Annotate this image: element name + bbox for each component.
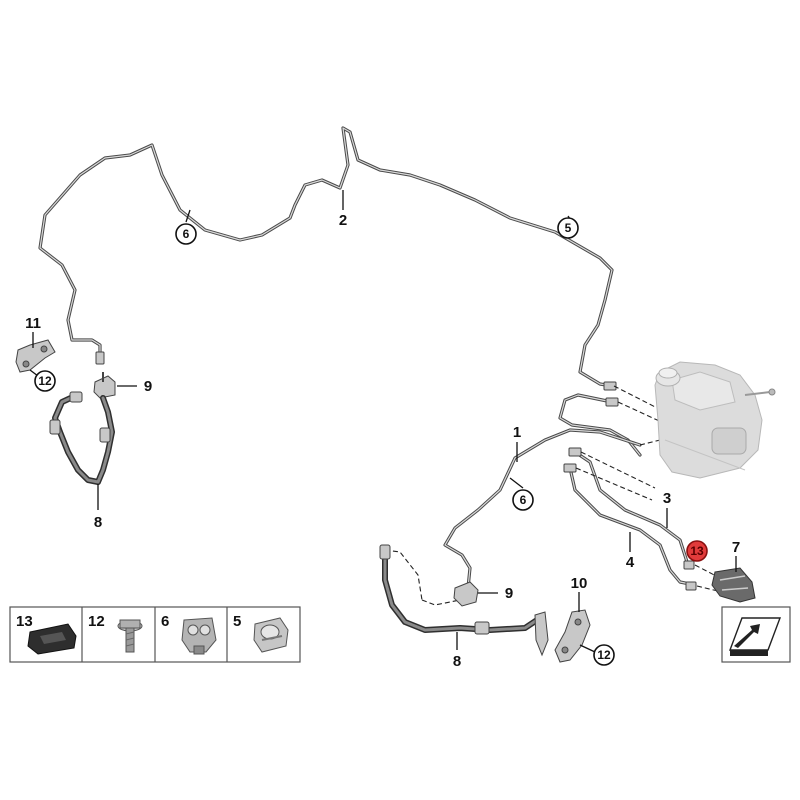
pipe-nut — [605, 397, 619, 407]
connection-lines — [384, 385, 723, 606]
legend-item-5: 5 — [233, 613, 289, 653]
pipe-front-right — [558, 393, 642, 457]
sound-insulation-pad-icon — [27, 623, 77, 655]
svg-text:12: 12 — [88, 613, 105, 630]
legend-item-6: 6 — [161, 613, 217, 655]
pipe-nut — [95, 351, 105, 365]
callouts: 2 1 3 4 7 11 8 9 9 8 10 — [25, 212, 740, 670]
brake-hose-part-8-upper — [49, 391, 115, 485]
brake-hose-part-8-lower — [379, 544, 549, 657]
callout-11: 11 — [25, 315, 41, 332]
front-brake-pipe — [443, 428, 642, 590]
clip-part-9-lower — [453, 581, 479, 607]
svg-text:6: 6 — [520, 493, 527, 507]
callout-3: 3 — [663, 490, 671, 507]
brake-pipe-3-4 — [563, 447, 697, 591]
pipe-nut — [603, 381, 617, 391]
rear-brake-pipe — [38, 126, 617, 391]
svg-text:5: 5 — [233, 613, 241, 630]
callout-8-upper: 8 — [94, 514, 102, 531]
pipe-nut — [683, 560, 695, 570]
svg-text:13: 13 — [16, 613, 33, 630]
legend-item-12: 12 — [88, 613, 143, 653]
svg-text:12: 12 — [597, 648, 611, 662]
pipe-holder-icon — [253, 617, 289, 653]
orientation-box — [721, 606, 791, 663]
svg-text:12: 12 — [38, 374, 52, 388]
bracket-part-11 — [15, 339, 56, 373]
svg-text:13: 13 — [690, 544, 704, 558]
pipe-nut — [685, 581, 697, 591]
callout-1: 1 — [513, 424, 521, 441]
callout-2: 2 — [339, 212, 347, 229]
legend-item-13: 13 — [16, 613, 77, 655]
callout-6-upper: 6 — [175, 223, 197, 245]
callout-12-lower: 12 — [593, 644, 615, 666]
holder-part-7 — [711, 567, 756, 603]
callout-9-lower: 9 — [505, 585, 513, 602]
brake-fluid-reservoir — [654, 361, 776, 479]
callout-8-lower: 8 — [453, 653, 461, 670]
callout-6-lower: 6 — [512, 489, 534, 511]
callout-13-highlighted: 13 — [686, 540, 708, 562]
leader-lines — [29, 190, 737, 653]
svg-text:6: 6 — [183, 227, 190, 241]
pipe-nut — [568, 447, 582, 457]
svg-text:6: 6 — [161, 613, 169, 630]
pipe-nut — [563, 463, 577, 473]
hex-bolt-icon — [117, 619, 143, 653]
callout-4: 4 — [626, 554, 635, 571]
clip-part-9-upper — [93, 372, 116, 399]
callout-7: 7 — [732, 539, 740, 556]
callout-12-upper: 12 — [34, 370, 56, 392]
svg-text:5: 5 — [565, 221, 572, 235]
callout-9-upper: 9 — [144, 378, 152, 395]
callout-10: 10 — [571, 575, 588, 592]
parts-legend: 13 12 6 — [9, 606, 301, 663]
circled-callouts: 6 5 6 12 12 13 — [34, 217, 708, 666]
vehicle-front-arrow-icon — [728, 617, 782, 656]
double-pipe-clip-icon — [181, 617, 217, 655]
bracket-part-10 — [554, 609, 591, 663]
callout-5: 5 — [557, 217, 579, 239]
